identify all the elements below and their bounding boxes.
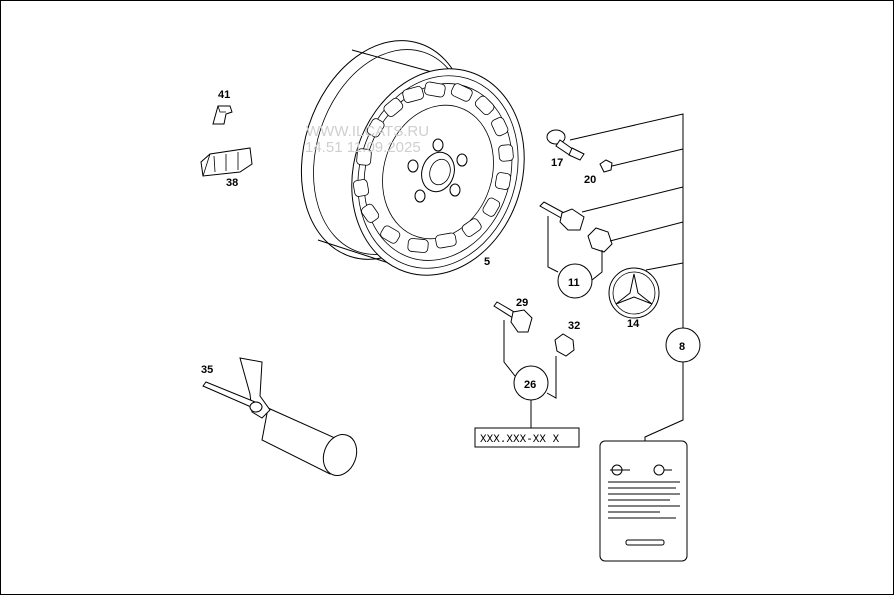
callout-35[interactable]: 35: [201, 364, 213, 376]
watermark-timestamp: 14.51 11.09.2025: [305, 139, 421, 156]
wheel-bolt[interactable]: [539, 201, 585, 231]
callout-41[interactable]: 41: [218, 89, 230, 101]
wheel-bolt-29[interactable]: [493, 301, 533, 333]
callout-11[interactable]: 11: [568, 277, 580, 289]
adhesive-balance-weight[interactable]: [200, 147, 253, 177]
mercedes-star-emblem[interactable]: [608, 267, 660, 319]
callout-17[interactable]: 17: [551, 157, 563, 169]
valve-tool-tube[interactable]: [202, 357, 362, 480]
balance-weight-clip[interactable]: [212, 105, 233, 125]
wheel-rim[interactable]: [274, 19, 550, 298]
callout-29[interactable]: 29: [516, 297, 528, 309]
watermark-site: WWW.ILCATS.RU: [306, 123, 429, 140]
callout-38[interactable]: 38: [226, 177, 238, 189]
bolt-cap-32[interactable]: [554, 333, 575, 357]
callout-5[interactable]: 5: [484, 256, 490, 268]
callout-8[interactable]: 8: [679, 341, 685, 353]
part-code[interactable]: XXX.XXX-XX X: [480, 434, 560, 446]
valve-cap[interactable]: [599, 159, 613, 173]
part-code-box: [474, 427, 580, 448]
callout-circle-11: [557, 263, 593, 299]
callout-32[interactable]: 32: [568, 320, 580, 332]
callout-20[interactable]: 20: [584, 174, 596, 186]
leader-lines: [503, 113, 684, 441]
callout-14[interactable]: 14: [627, 318, 640, 330]
instruction-sheet[interactable]: [599, 440, 688, 562]
bolt-cap[interactable]: [587, 227, 613, 253]
callout-26[interactable]: 26: [524, 379, 536, 391]
tire-valve[interactable]: [546, 129, 585, 161]
